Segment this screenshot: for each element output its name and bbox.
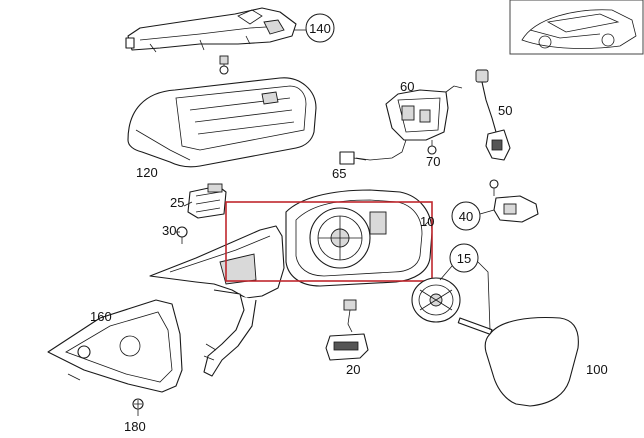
- label-70: 70: [426, 154, 440, 169]
- turn-signal-strip-part: [125, 7, 297, 75]
- label-120: 120: [136, 165, 158, 180]
- callout-label-15: 15: [457, 251, 471, 266]
- callout-40: 40: [451, 201, 495, 231]
- screw-part: [132, 398, 144, 416]
- label-100: 100: [586, 362, 608, 377]
- label-50: 50: [498, 103, 512, 118]
- callout-15: 15: [439, 243, 491, 331]
- vehicle-locator-inset: [509, 0, 644, 55]
- mirror-base-assembly-part: [149, 189, 433, 377]
- mirror-glass-part: [484, 317, 579, 407]
- label-25: 25: [170, 195, 184, 210]
- mirror-housing-cap-part: [127, 77, 317, 168]
- label-65: 65: [332, 166, 346, 181]
- connector-module-part: [489, 179, 539, 223]
- label-60: 60: [400, 79, 414, 94]
- clip-connector-part: [176, 183, 227, 244]
- label-180: 180: [124, 419, 146, 434]
- wiring-cable-part: [475, 69, 511, 161]
- adjustment-actuator-part: [411, 277, 493, 335]
- label-20: 20: [346, 362, 360, 377]
- triangle-cover-part: [47, 299, 183, 393]
- callout-label-40: 40: [459, 209, 473, 224]
- adjuster-bracket-part: [339, 85, 463, 165]
- puddle-lamp-connector-part: [325, 299, 369, 361]
- callout-140: 140: [294, 13, 335, 43]
- label-30: 30: [162, 223, 176, 238]
- highlight-frame: [225, 201, 433, 282]
- callout-label-140: 140: [309, 21, 331, 36]
- label-10: 10: [420, 214, 434, 229]
- label-160: 160: [90, 309, 112, 324]
